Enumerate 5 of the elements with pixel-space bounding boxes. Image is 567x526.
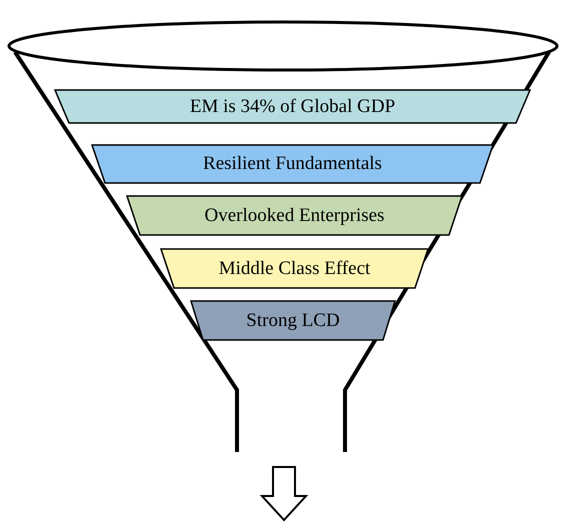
band-label: Middle Class Effect (218, 258, 370, 280)
band-label: Overlooked Enterprises (204, 204, 384, 226)
band-label: EM is 34% of Global GDP (190, 96, 396, 118)
band-label: Resilient Fundamentals (203, 153, 382, 175)
band-label: Strong LCD (246, 310, 340, 332)
